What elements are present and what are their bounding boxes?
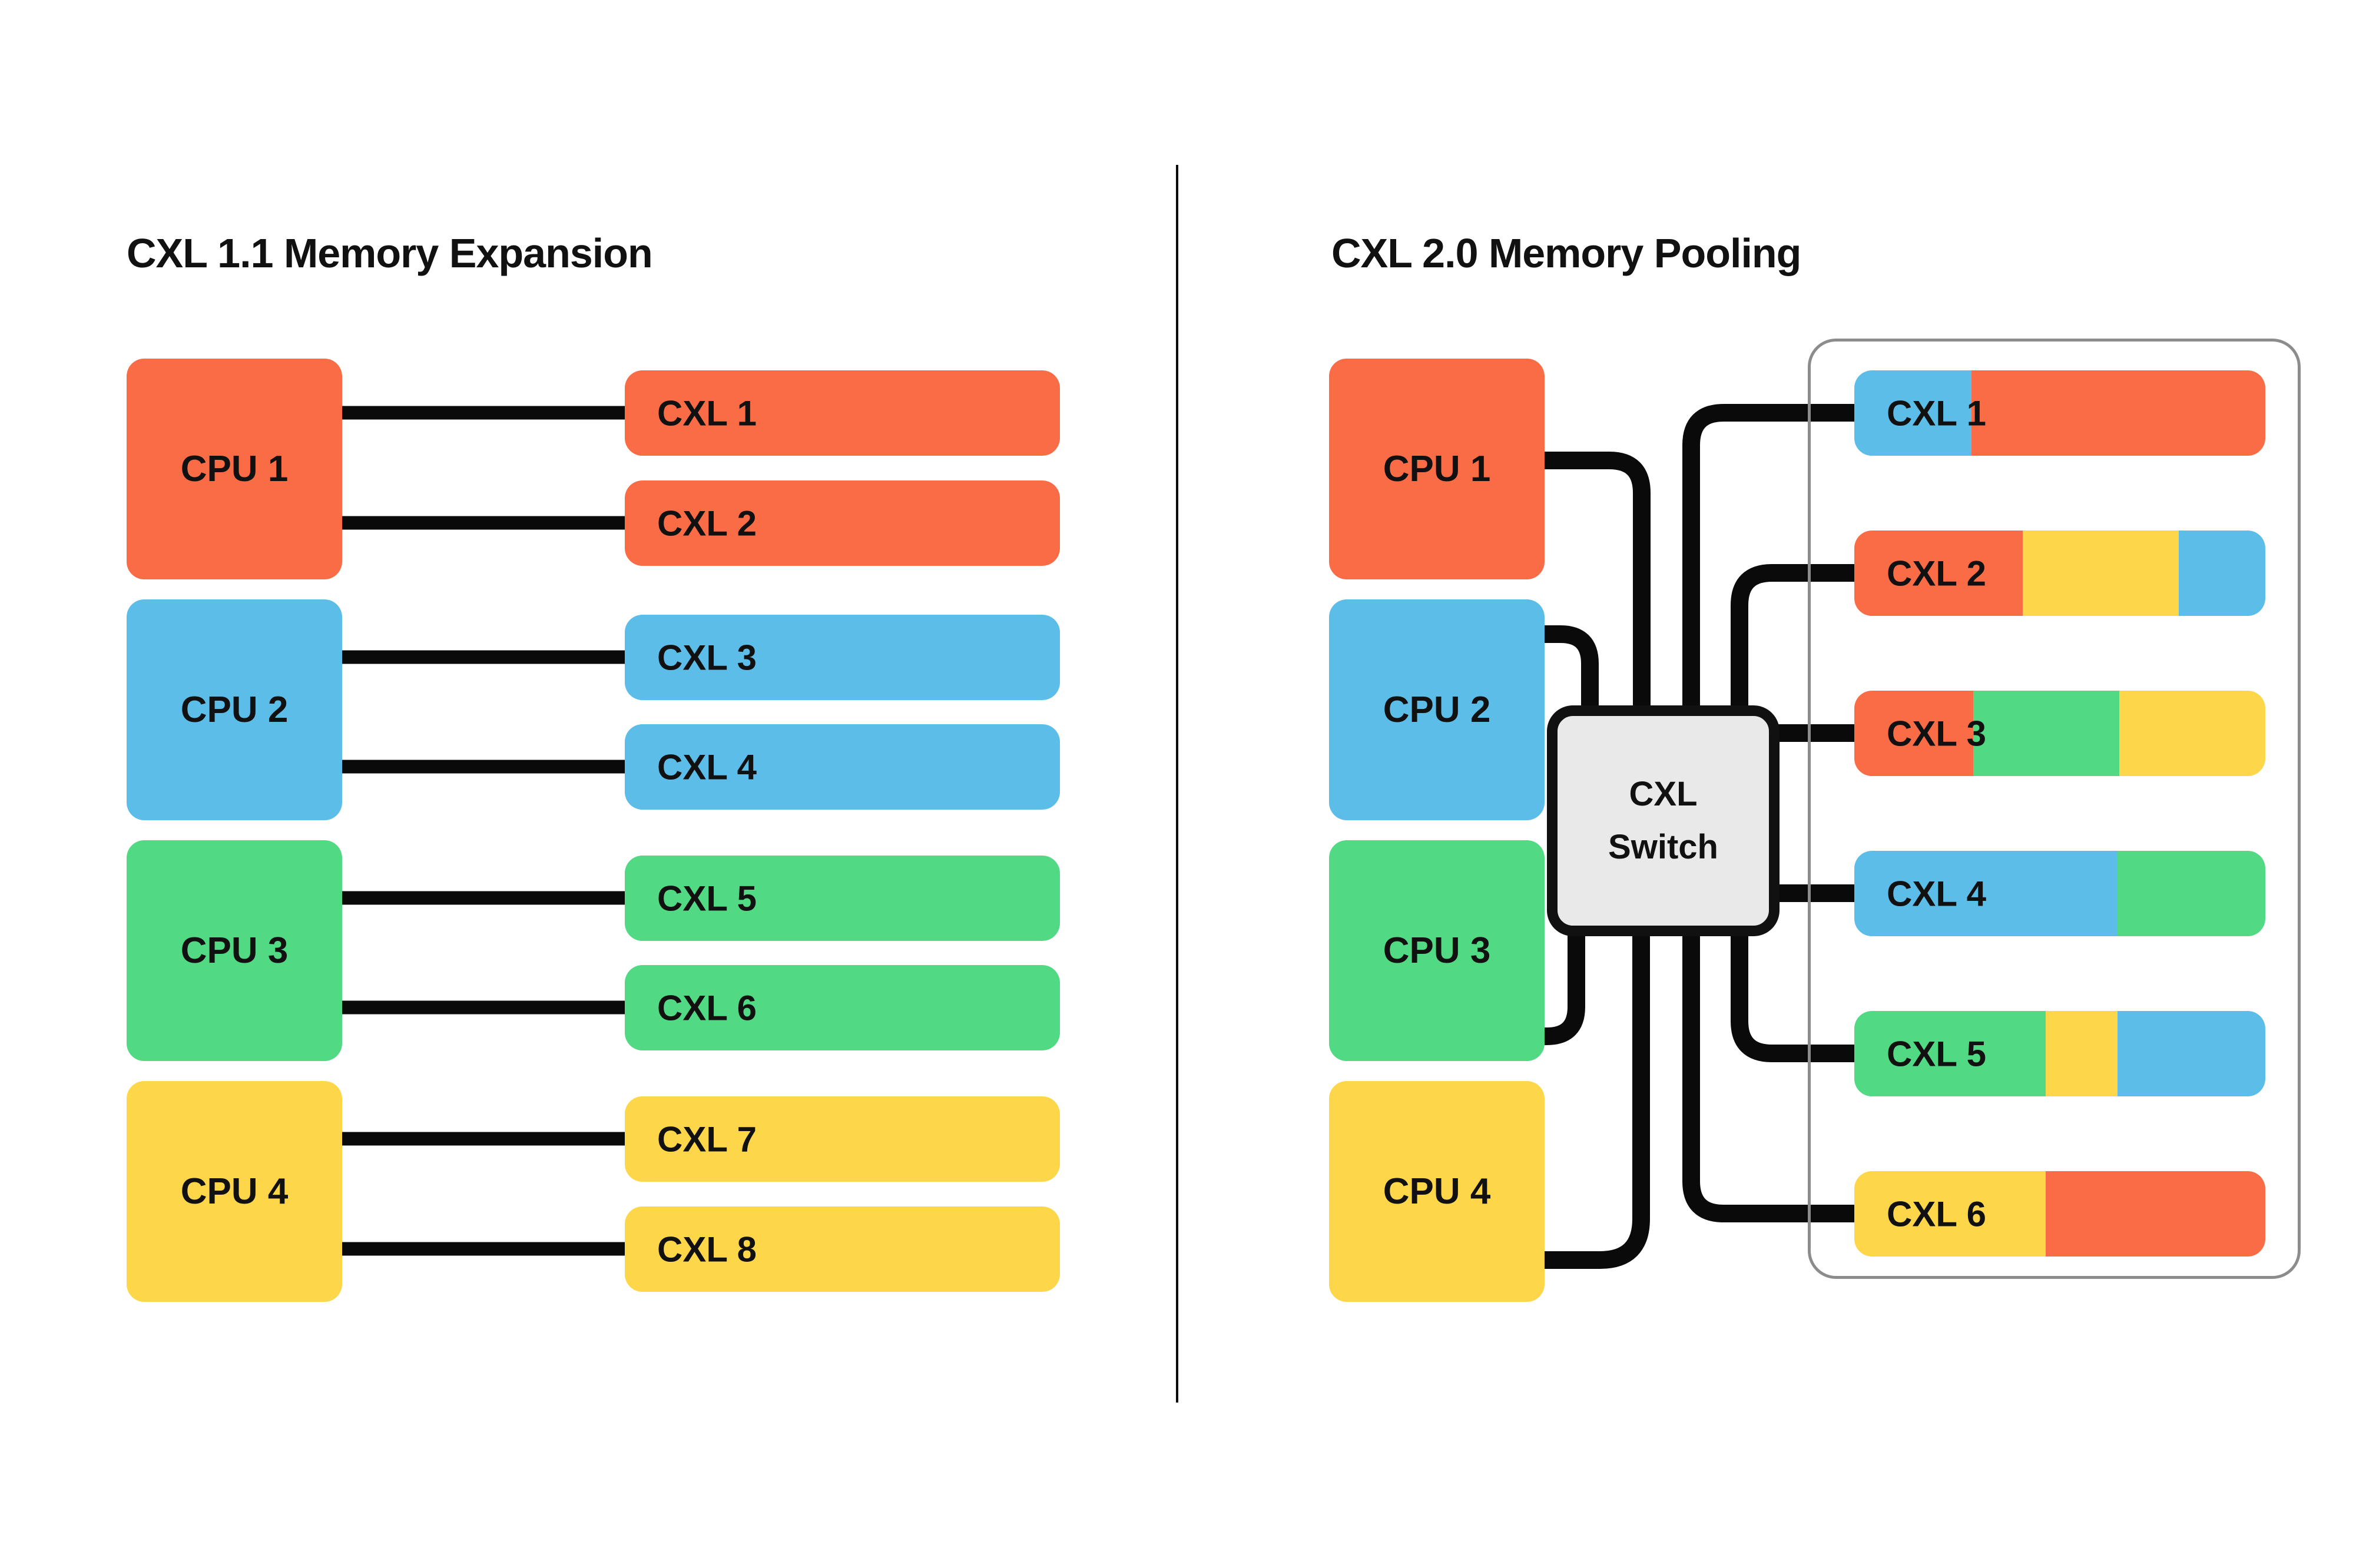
connector-cpu1-switch — [1545, 452, 1651, 712]
cpu-box-right-2: CPU 2 — [1329, 599, 1545, 820]
cxl-device-label: CXL 5 — [657, 879, 757, 918]
cpu-box-left-3: CPU 3 — [127, 840, 342, 1061]
cpu-box-left-4: CPU 4 — [127, 1081, 342, 1302]
cxl-device-label: CXL 6 — [657, 988, 757, 1027]
cpu-label: CPU 2 — [180, 689, 289, 730]
memory-segment-orange — [1854, 531, 2023, 616]
memory-segment-orange — [2045, 1171, 2265, 1257]
memory-segment-yellow — [2119, 691, 2265, 776]
cxl-device-left-3: CXL 3 — [625, 615, 1060, 700]
connector-switch-cxl2 — [1731, 564, 1861, 712]
cpu-label: CPU 3 — [1383, 930, 1491, 971]
cpu-label: CPU 3 — [180, 930, 289, 971]
cxl-device-label: CXL 8 — [657, 1229, 757, 1269]
connector-cpu3-switch — [1545, 929, 1585, 1045]
cxl-switch-label-line2: Switch — [1608, 828, 1718, 866]
cxl-device-label: CXL 2 — [1887, 553, 1986, 593]
memory-segment-yellow — [1854, 1171, 2046, 1257]
cpu-box-right-1: CPU 1 — [1329, 359, 1545, 579]
connector-cpu2-switch — [1545, 625, 1599, 712]
memory-segment-blue — [2179, 531, 2265, 616]
cxl-device-label: CXL 7 — [657, 1119, 757, 1159]
cxl-device-label: CXL 1 — [1887, 393, 1986, 433]
memory-segment-blue — [2117, 1011, 2265, 1096]
cpu-box-left-1: CPU 1 — [127, 359, 342, 579]
cxl-device-right-3: CXL 3 — [1854, 691, 2265, 776]
memory-segment-yellow — [2023, 531, 2179, 616]
cxl-device-label: CXL 5 — [1887, 1034, 1986, 1073]
cxl-device-left-5: CXL 5 — [625, 856, 1060, 941]
left-panel-title: CXL 1.1 Memory Expansion — [127, 230, 653, 276]
cxl-switch-box: CXL Switch — [1547, 705, 1780, 936]
memory-segment-blue — [1854, 851, 2118, 936]
cxl-device-left-4: CXL 4 — [625, 724, 1060, 810]
memory-pool-container — [1808, 339, 2301, 1279]
cxl-device-left-6: CXL 6 — [625, 965, 1060, 1050]
cpu-label: CPU 2 — [1383, 689, 1491, 730]
connector-cpu4-switch — [1545, 929, 1650, 1269]
cxl-device-label: CXL 4 — [657, 747, 757, 787]
cpu-label: CPU 1 — [1383, 449, 1491, 489]
connector-switch-cxl1 — [1682, 404, 1861, 712]
cxl-device-label: CXL 2 — [657, 503, 757, 543]
cpu-label: CPU 4 — [180, 1171, 289, 1212]
cpu-box-left-2: CPU 2 — [127, 599, 342, 820]
cxl-switch-label-line1: CXL — [1629, 775, 1698, 814]
cxl-device-right-6: CXL 6 — [1854, 1171, 2265, 1257]
right-panel-title: CXL 2.0 Memory Pooling — [1331, 230, 1801, 276]
cxl-device-left-1: CXL 1 — [625, 370, 1060, 456]
cxl-device-right-1: CXL 1 — [1854, 370, 2265, 456]
cxl-device-label: CXL 3 — [657, 638, 757, 677]
memory-segment-green — [1973, 691, 2120, 776]
cxl-device-right-2: CXL 2 — [1854, 531, 2265, 616]
memory-segment-green — [2117, 851, 2265, 936]
cxl-device-right-5: CXL 5 — [1854, 1011, 2265, 1096]
cxl-device-label: CXL 4 — [1887, 874, 1986, 913]
connector-switch-cxl5 — [1731, 929, 1861, 1062]
cxl-device-label: CXL 3 — [1887, 714, 1986, 753]
cxl-device-right-4: CXL 4 — [1854, 851, 2265, 936]
cxl-device-label: CXL 1 — [657, 393, 757, 433]
cpu-label: CPU 1 — [180, 449, 289, 489]
cxl-device-left-2: CXL 2 — [625, 480, 1060, 566]
memory-segment-yellow — [2045, 1011, 2118, 1096]
cxl-device-label: CXL 6 — [1887, 1194, 1986, 1234]
memory-segment-orange — [1971, 370, 2265, 456]
memory-segment-orange — [1854, 691, 1974, 776]
cpu-box-right-4: CPU 4 — [1329, 1081, 1545, 1302]
cxl-device-left-8: CXL 8 — [625, 1206, 1060, 1292]
cpu-box-right-3: CPU 3 — [1329, 840, 1545, 1061]
cxl-device-left-7: CXL 7 — [625, 1096, 1060, 1182]
memory-segment-green — [1854, 1011, 2046, 1096]
memory-segment-blue — [1854, 370, 1971, 456]
cpu-label: CPU 4 — [1383, 1171, 1491, 1212]
connector-switch-cxl6 — [1682, 929, 1861, 1222]
